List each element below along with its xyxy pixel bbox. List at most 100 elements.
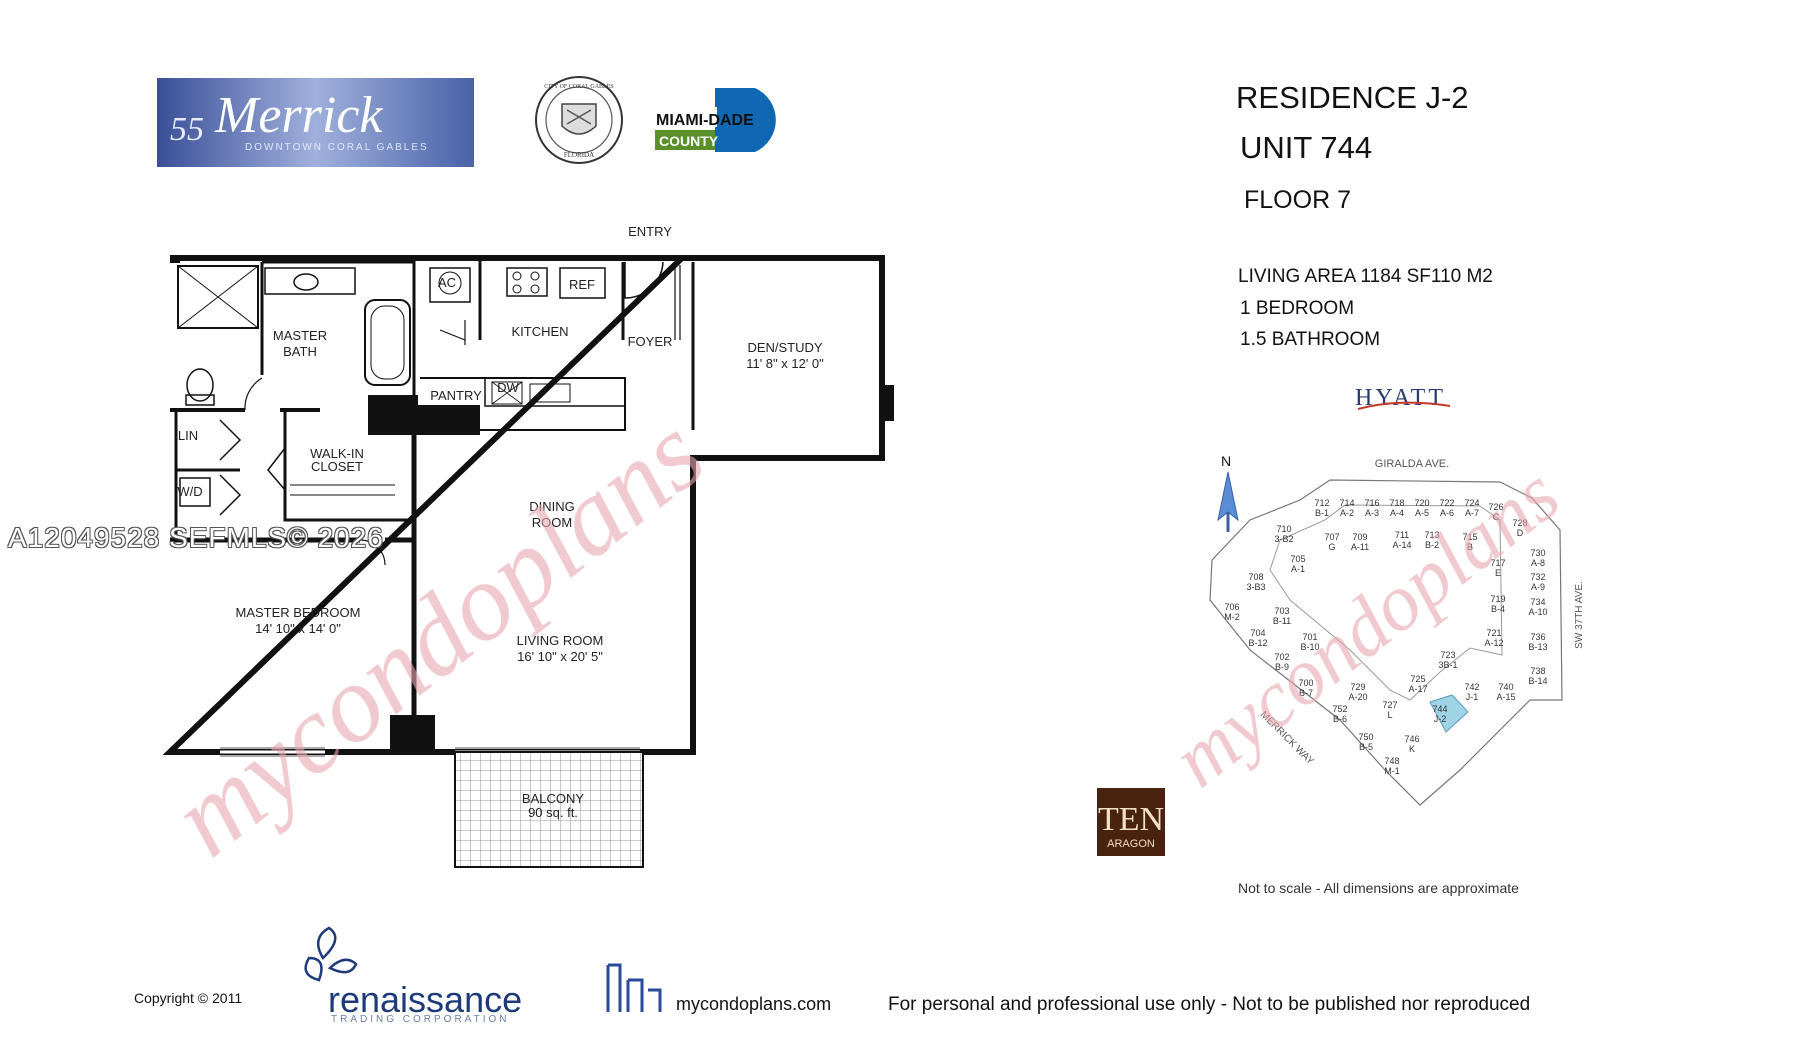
ref-label: REF: [569, 277, 595, 292]
merrick-logo: 55 Merrick DOWNTOWN CORAL GABLES: [157, 78, 474, 167]
site-unit-type: A-12: [1484, 638, 1503, 648]
bedroom-count: 1 BEDROOM: [1240, 298, 1355, 319]
site-unit-number: 740: [1498, 682, 1513, 692]
site-unit-type: A-3: [1365, 508, 1379, 518]
renaissance-mark-icon: [304, 926, 358, 982]
site-unit-number: 738: [1530, 666, 1545, 676]
seal-bottom-text: FLORIDA: [564, 151, 594, 159]
county-text: COUNTY: [659, 133, 719, 149]
site-unit-number: 711: [1395, 530, 1409, 540]
site-unit-number: 706: [1224, 602, 1239, 612]
site-unit-number: 700: [1298, 678, 1313, 688]
wd-label: W/D: [177, 484, 202, 499]
site-unit-number: 715: [1462, 532, 1477, 542]
site-unit-number: 722: [1439, 498, 1454, 508]
unit-744-highlight: [1429, 694, 1469, 733]
site-unit-type: A-1: [1291, 564, 1305, 574]
site-unit-type: B-13: [1528, 642, 1547, 652]
usage-notice: For personal and professional use only -…: [888, 994, 1531, 1015]
site-unit-number: 712: [1314, 498, 1329, 508]
merrick-name: Merrick: [214, 87, 383, 144]
site-unit-number: 729: [1350, 682, 1365, 692]
site-unit-number: 714: [1339, 498, 1354, 508]
walkin-label-2: CLOSET: [311, 459, 363, 474]
sw37-street: SW 37TH AVE.: [1574, 581, 1585, 649]
site-unit-type: M-1: [1384, 766, 1400, 776]
renaissance-subtitle: TRADING CORPORATION: [331, 1014, 509, 1025]
site-unit-number: 718: [1389, 498, 1404, 508]
site-unit-type: B-12: [1248, 638, 1267, 648]
site-unit-number: 752: [1332, 704, 1347, 714]
site-unit-number: 707: [1324, 532, 1339, 542]
site-unit-type: L: [1387, 710, 1392, 720]
floor-number: FLOOR 7: [1244, 186, 1351, 214]
north-label: N: [1221, 453, 1231, 469]
site-unit-number: 713: [1424, 530, 1439, 540]
living-area: LIVING AREA 1184 SF110 M2: [1238, 266, 1493, 287]
site-unit-number: 723: [1440, 650, 1455, 660]
site-unit-type: A-17: [1408, 684, 1427, 694]
balcony-label: BALCONY: [522, 791, 584, 806]
site-unit-number: 746: [1404, 734, 1419, 744]
site-unit-labels: 712B-1714A-2716A-3718A-4720A-5722A-6724A…: [1224, 498, 1547, 776]
ac-label: AC: [438, 275, 456, 290]
site-unit-type: K: [1409, 744, 1415, 754]
site-unit-type: A-15: [1496, 692, 1515, 702]
miami-dade-text: MIAMI-DADE: [656, 112, 754, 129]
master-bath-label-1: MASTER: [273, 328, 327, 343]
entry-label: ENTRY: [628, 224, 672, 239]
site-unit-type: B-6: [1333, 714, 1347, 724]
hyatt-logo: HYATT: [1355, 385, 1451, 411]
master-bedroom-dim: 14' 10" x 14' 0": [255, 621, 341, 636]
merrick-number: 55: [170, 111, 204, 148]
walkin-label-1: WALK-IN: [310, 446, 364, 461]
copyright-text: Copyright © 2011: [134, 990, 243, 1006]
site-unit-type: A-8: [1531, 558, 1545, 568]
site-unit-number: 750: [1358, 732, 1373, 742]
site-unit-number: 703: [1274, 606, 1289, 616]
site-unit-type: D: [1517, 528, 1524, 538]
site-unit-type: B-14: [1528, 676, 1547, 686]
mls-watermark: A12049528 SEFMLS© 2026: [8, 522, 384, 553]
site-unit-number: 728: [1512, 518, 1527, 528]
site-unit-type: 3-B3: [1246, 582, 1265, 592]
site-unit-type: A-4: [1390, 508, 1404, 518]
residence-title: RESIDENCE J-2: [1236, 80, 1469, 115]
site-unit-type: E: [1495, 568, 1501, 578]
site-unit-number: 726: [1488, 502, 1503, 512]
site-unit-number: 719: [1490, 594, 1505, 604]
lin-label: LIN: [178, 428, 198, 443]
kitchen-label: KITCHEN: [511, 324, 568, 339]
scale-note: Not to scale - All dimensions are approx…: [1238, 880, 1519, 896]
renaissance-logo: renaissance TRADING CORPORATION: [304, 926, 522, 1025]
mycondoplans-watermark: mycondoplans mycondoplans: [150, 392, 1576, 879]
site-unit-type: B-5: [1359, 742, 1373, 752]
site-unit-number: 709: [1352, 532, 1367, 542]
site-unit-number: 734: [1530, 597, 1545, 607]
site-unit-number: 732: [1530, 572, 1545, 582]
den-label: DEN/STUDY: [747, 340, 822, 355]
unit-floorplan: [162, 255, 894, 868]
site-unit-number: 717: [1490, 558, 1505, 568]
site-unit-type: B-1: [1315, 508, 1329, 518]
living-dim: 16' 10" x 20' 5": [517, 649, 603, 664]
site-unit-number: 720: [1414, 498, 1429, 508]
site-unit-type: C: [1493, 512, 1500, 522]
site-unit-number: 701: [1302, 632, 1317, 642]
site-unit-type: A-20: [1348, 692, 1367, 702]
site-unit-type: A-10: [1528, 607, 1547, 617]
site-unit-type: A-5: [1415, 508, 1429, 518]
site-unit-type: B-4: [1491, 604, 1505, 614]
mycondoplans-link[interactable]: mycondoplans.com: [676, 994, 832, 1014]
foyer-label: FOYER: [628, 334, 673, 349]
dining-label-2: ROOM: [532, 515, 572, 530]
ten-text: TEN: [1098, 801, 1164, 838]
site-unit-type: A-11: [1351, 542, 1369, 552]
site-unit-type: B: [1467, 542, 1473, 552]
site-unit-number: 742: [1464, 682, 1479, 692]
site-unit-number: 716: [1364, 498, 1379, 508]
site-unit-type: G: [1328, 542, 1335, 552]
site-unit-type: A-9: [1531, 582, 1545, 592]
site-unit-number: 725: [1410, 674, 1425, 684]
